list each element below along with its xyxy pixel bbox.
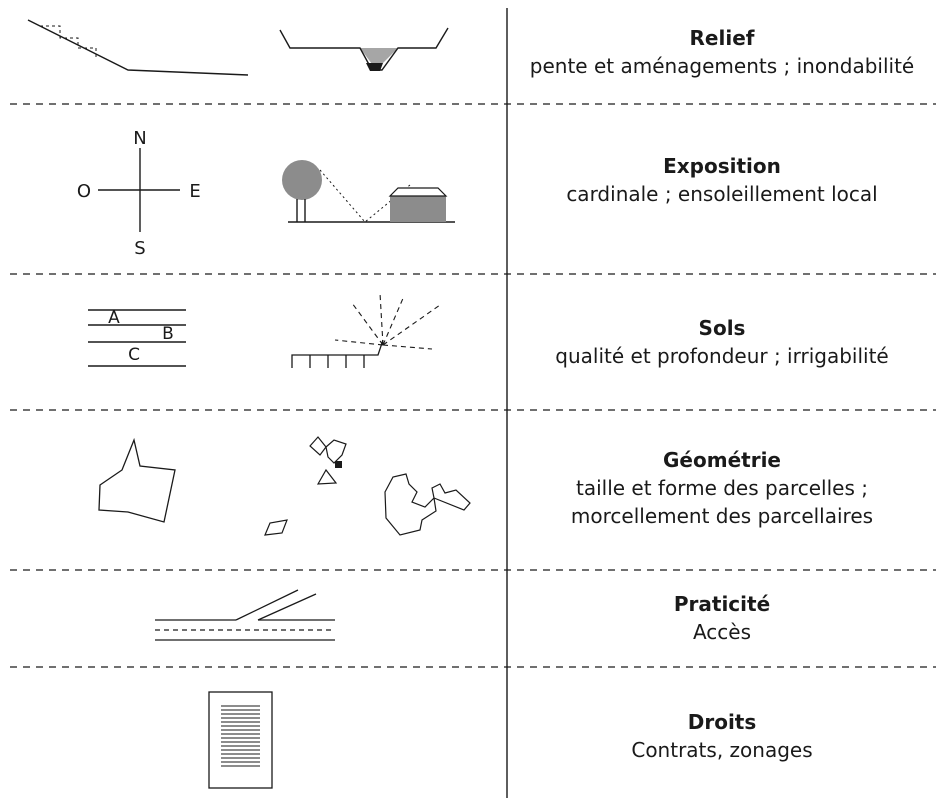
row-title-exposition: Exposition: [663, 154, 781, 178]
row-title-droits: Droits: [687, 710, 757, 734]
compass-east-label: E: [189, 181, 200, 202]
row-title-praticite: Praticité: [673, 592, 771, 616]
row-title-sols: Sols: [698, 316, 746, 340]
row-subtitle-geometrie-2: morcellement des parcellaires: [570, 504, 874, 528]
compass-north-label: N: [133, 128, 146, 149]
row-label-droits: Droits Contrats, zonages: [506, 708, 938, 764]
row-label-exposition: Exposition cardinale ; ensoleillement lo…: [506, 152, 938, 208]
row-title-relief: Relief: [689, 26, 755, 50]
row-label-sols: Sols qualité et profondeur ; irrigabilit…: [506, 314, 938, 370]
irrigation-icon: [291, 292, 441, 368]
soil-layer-c-label: C: [128, 345, 140, 365]
row-title-geometrie: Géométrie: [663, 448, 781, 472]
row-subtitle-geometrie-1: taille et forme des parcelles ;: [576, 476, 868, 500]
row-subtitle-sols: qualité et profondeur ; irrigabilité: [555, 344, 889, 368]
document-icon: [208, 691, 273, 789]
soil-layers-icon: A B C: [88, 308, 186, 367]
compass-west-label: O: [77, 181, 91, 202]
tree-icon: [282, 160, 322, 200]
compass-icon: N S O E: [77, 128, 201, 259]
row-subtitle-praticite: Accès: [692, 620, 752, 644]
row-subtitle-exposition: cardinale ; ensoleillement local: [566, 182, 878, 206]
row-subtitle-relief: pente et aménagements ; inondabilité: [529, 54, 915, 78]
building-icon: [390, 196, 446, 222]
parcel-shape-icon: [98, 437, 176, 523]
row-separators: [10, 103, 936, 668]
sunlight-shade-icon: [282, 160, 455, 223]
soil-layer-b-label: B: [162, 324, 174, 344]
fragmented-parcels-icon: [264, 436, 471, 536]
row-label-praticite: Praticité Accès: [506, 590, 938, 646]
row-label-relief: Relief pente et aménagements ; inondabil…: [506, 24, 938, 80]
row-subtitle-droits: Contrats, zonages: [631, 738, 813, 762]
slope-icon: [27, 19, 249, 76]
floodplain-icon: [279, 27, 449, 71]
road-access-icon: [155, 589, 335, 641]
soil-layer-a-label: A: [108, 308, 120, 328]
row-label-geometrie: Géométrie taille et forme des parcelles …: [506, 446, 938, 530]
compass-south-label: S: [134, 238, 145, 259]
